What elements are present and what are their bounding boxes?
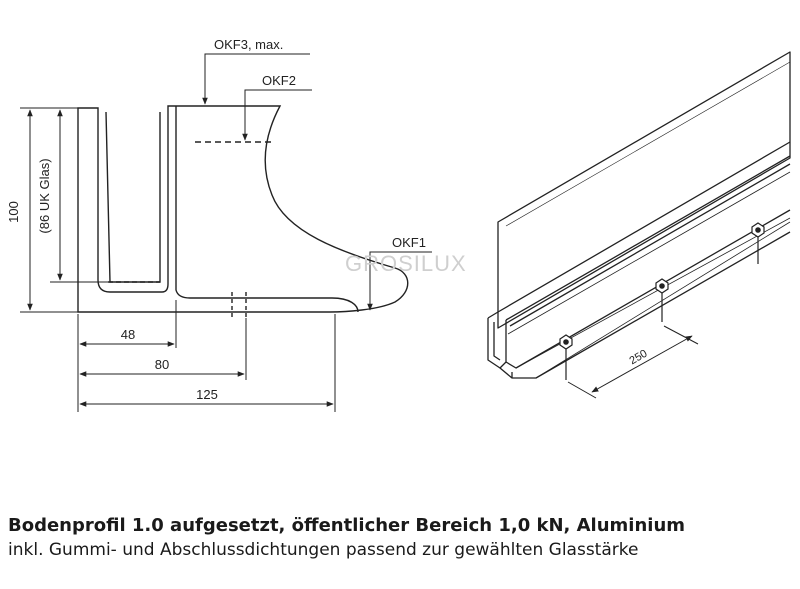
dim-label-86: (86 UK Glas)	[37, 158, 52, 233]
watermark-logo: GROSILUX	[345, 251, 467, 276]
product-caption: Bodenprofil 1.0 aufgesetzt, öffentlicher…	[8, 514, 798, 562]
bolt-3	[751, 222, 765, 264]
okf1-label: OKF1	[392, 235, 426, 250]
glass-channel-inner	[105, 111, 161, 283]
dim-label-48: 48	[121, 327, 135, 342]
spacing-dimension	[567, 325, 699, 399]
profile-top-edge	[487, 141, 791, 319]
okf1-leader	[367, 251, 432, 311]
glass-panel	[497, 51, 791, 329]
technical-drawing: 100 (86 UK Glas) 48 80 125 OKF3, max. OK…	[6, 37, 791, 412]
dim-label-100: 100	[6, 201, 21, 223]
bolt-1	[559, 334, 573, 380]
dim-label-80: 80	[155, 357, 169, 372]
okf3-leader	[202, 53, 310, 105]
profile-fin	[175, 106, 359, 313]
bolt-2	[655, 278, 669, 322]
okf2-label: OKF2	[262, 73, 296, 88]
profile-outline	[77, 105, 409, 313]
product-subtitle: inkl. Gummi- und Abschlussdichtungen pas…	[8, 540, 639, 560]
dimensions	[20, 53, 432, 412]
okf2-leader	[242, 89, 312, 141]
bolts	[559, 222, 765, 380]
dim-label-250: 250	[628, 348, 650, 368]
profile-cross-section	[77, 105, 409, 318]
isometric-view	[487, 51, 791, 379]
dim-label-125: 125	[196, 387, 218, 402]
product-title: Bodenprofil 1.0 aufgesetzt, öffentlicher…	[8, 515, 686, 536]
dim-line-250	[591, 335, 693, 393]
okf3-label: OKF3, max.	[214, 37, 283, 52]
